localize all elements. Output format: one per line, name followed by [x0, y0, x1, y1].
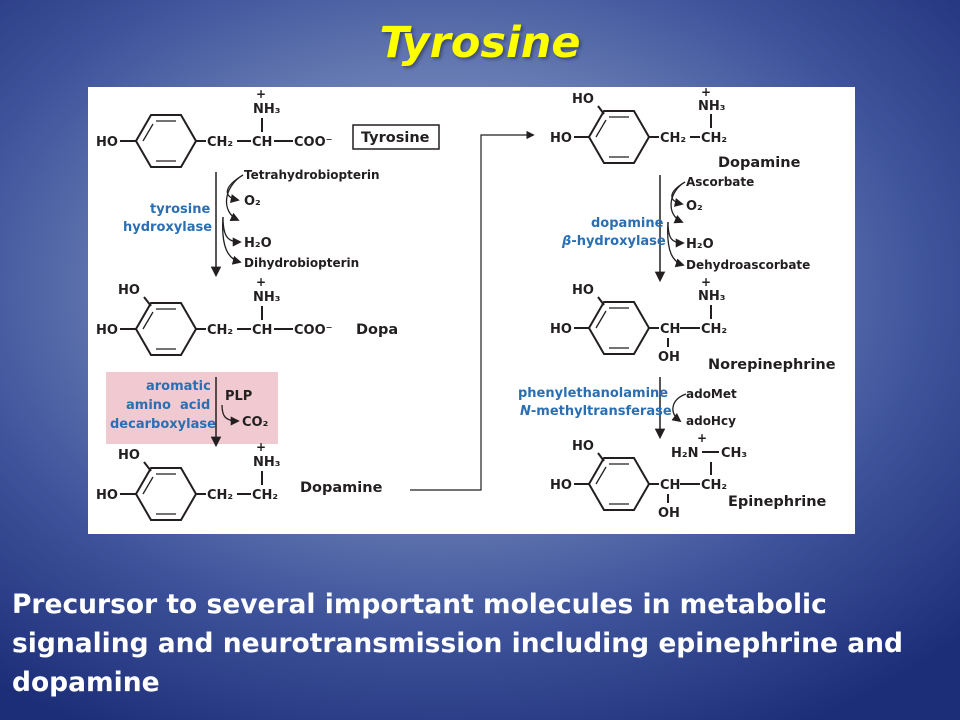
adomet-label: adoMet	[686, 387, 737, 401]
nh3-label: NH₃	[698, 289, 725, 304]
o2-label: O₂	[686, 199, 703, 214]
ch2-label: CH₂	[207, 323, 233, 338]
enzyme-aromatic-label: aromatic	[146, 379, 211, 394]
step-decarboxylase: aromatic amino acid decarboxylase PLP CO…	[106, 372, 278, 448]
ch2-label: CH₂	[701, 478, 727, 493]
dehydroascorbate-label: Dehydroascorbate	[686, 258, 810, 272]
dopamine-structure-right: HO HO CH₂ CH₂ NH₃ + Dopamine	[550, 87, 801, 171]
enzyme-beta-hydroxylase-label: β-hydroxylase	[561, 234, 666, 249]
ho-label: HO	[550, 478, 572, 493]
tyrosine-name: Tyrosine	[361, 130, 430, 146]
benzene-ring-icon	[587, 301, 651, 355]
caption-line: signaling and neurotransmission includin…	[12, 628, 903, 659]
caption-text: Precursor to several important molecules…	[12, 585, 952, 702]
ch-label: CH	[252, 323, 272, 338]
enzyme-hydroxylase-label: hydroxylase	[123, 220, 212, 235]
plus-charge: +	[256, 87, 266, 101]
carboxylate-label: COO⁻	[294, 323, 333, 338]
tyrosine-structure: HO CH₂ CH NH₃ + COO⁻ Tyrosine	[96, 87, 440, 168]
connector-arrow	[410, 130, 535, 491]
ch2-label: CH₂	[207, 488, 233, 503]
plus-charge: +	[256, 275, 266, 289]
plus-charge: +	[701, 275, 711, 289]
ch-label: CH	[660, 322, 680, 337]
oh-label: OH	[658, 350, 680, 365]
dopamine-structure-left: HO HO CH₂ CH₂ NH₃ + Dopamine	[96, 440, 383, 521]
adohcy-label: adoHcy	[686, 414, 736, 428]
ch2-label: CH₂	[252, 488, 278, 503]
decarboxylase-box	[106, 372, 278, 444]
co2-label: CO₂	[242, 415, 268, 430]
benzene-ring-icon	[587, 110, 651, 164]
h2n-label: H₂N	[671, 446, 698, 461]
enzyme-dopamine-label: dopamine	[591, 216, 664, 231]
nh3-label: NH₃	[253, 102, 280, 117]
ho-label: HO	[96, 323, 118, 338]
ho-label: HO	[572, 283, 594, 298]
dopa-name: Dopa	[356, 322, 398, 338]
enzyme-tyrosine-label: tyrosine	[150, 202, 210, 217]
plp-label: PLP	[225, 389, 252, 404]
ho-label: HO	[118, 283, 140, 298]
enzyme-methyltransferase-label: N-methyltransferase	[520, 404, 672, 419]
ascorbate-label: Ascorbate	[686, 175, 754, 189]
ho-label: HO	[118, 448, 140, 463]
dopa-structure: HO HO CH₂ CH NH₃ + COO⁻ Dopa	[96, 275, 398, 356]
enzyme-phenylethanolamine-label: phenylethanolamine	[518, 386, 668, 401]
o2-label: O₂	[244, 194, 261, 209]
ch2-label: CH₂	[701, 322, 727, 337]
caption-line: Precursor to several important molecules…	[12, 589, 827, 620]
plus-charge: +	[697, 431, 707, 445]
nh3-label: NH₃	[698, 99, 725, 114]
tyrosine-pathway-figure: HO CH₂ CH NH₃ + COO⁻ Tyrosine tyrosine h…	[88, 87, 855, 534]
plus-charge: +	[701, 87, 711, 99]
benzene-ring-icon	[134, 467, 198, 521]
slide-title: Tyrosine	[379, 18, 581, 68]
enzyme-decarboxylase-label: decarboxylase	[110, 417, 216, 432]
enzyme-amino-acid-label: amino acid	[126, 398, 210, 413]
dopamine-name-left: Dopamine	[300, 480, 383, 496]
ch-label: CH	[660, 478, 680, 493]
ho-label: HO	[572, 439, 594, 454]
benzene-ring-icon	[134, 114, 198, 168]
caption-line: dopamine	[12, 667, 160, 698]
h2o-label: H₂O	[686, 237, 714, 252]
benzene-ring-icon	[134, 302, 198, 356]
ho-label: HO	[550, 322, 572, 337]
ho-label: HO	[572, 92, 594, 107]
ho-label: HO	[96, 135, 118, 150]
oh-label: OH	[658, 506, 680, 521]
step-pnmt: phenylethanolamine N-methyltransferase a…	[518, 377, 737, 440]
ch2-label: CH₂	[701, 131, 727, 146]
ho-label: HO	[550, 131, 572, 146]
ch-label: CH	[252, 135, 272, 150]
epinephrine-structure: HO HO CH OH CH₂ H₂N + CH₃ Epinephrine	[550, 431, 827, 521]
nh3-label: NH₃	[253, 455, 280, 470]
ch3-label: CH₃	[721, 446, 747, 461]
norepinephrine-structure: HO HO CH OH CH₂ NH₃ + Norepinephrine	[550, 275, 836, 373]
tetrahydrobiopterin-label: Tetrahydrobiopterin	[244, 168, 380, 182]
benzene-ring-icon	[587, 457, 651, 511]
step-dopamine-beta-hydroxylase: dopamine β-hydroxylase Ascorbate O₂ H₂O …	[561, 175, 810, 283]
plus-charge: +	[256, 440, 266, 454]
h2o-label: H₂O	[244, 236, 272, 251]
dihydrobiopterin-label: Dihydrobiopterin	[244, 256, 359, 270]
ch2-label: CH₂	[660, 131, 686, 146]
carboxylate-label: COO⁻	[294, 135, 333, 150]
norepinephrine-name: Norepinephrine	[708, 357, 836, 373]
dopamine-name-right: Dopamine	[718, 155, 801, 171]
nh3-label: NH₃	[253, 290, 280, 305]
ch2-label: CH₂	[207, 135, 233, 150]
step-tyrosine-hydroxylase: tyrosine hydroxylase Tetrahydrobiopterin…	[123, 168, 380, 278]
epinephrine-name: Epinephrine	[728, 494, 827, 510]
ho-label: HO	[96, 488, 118, 503]
